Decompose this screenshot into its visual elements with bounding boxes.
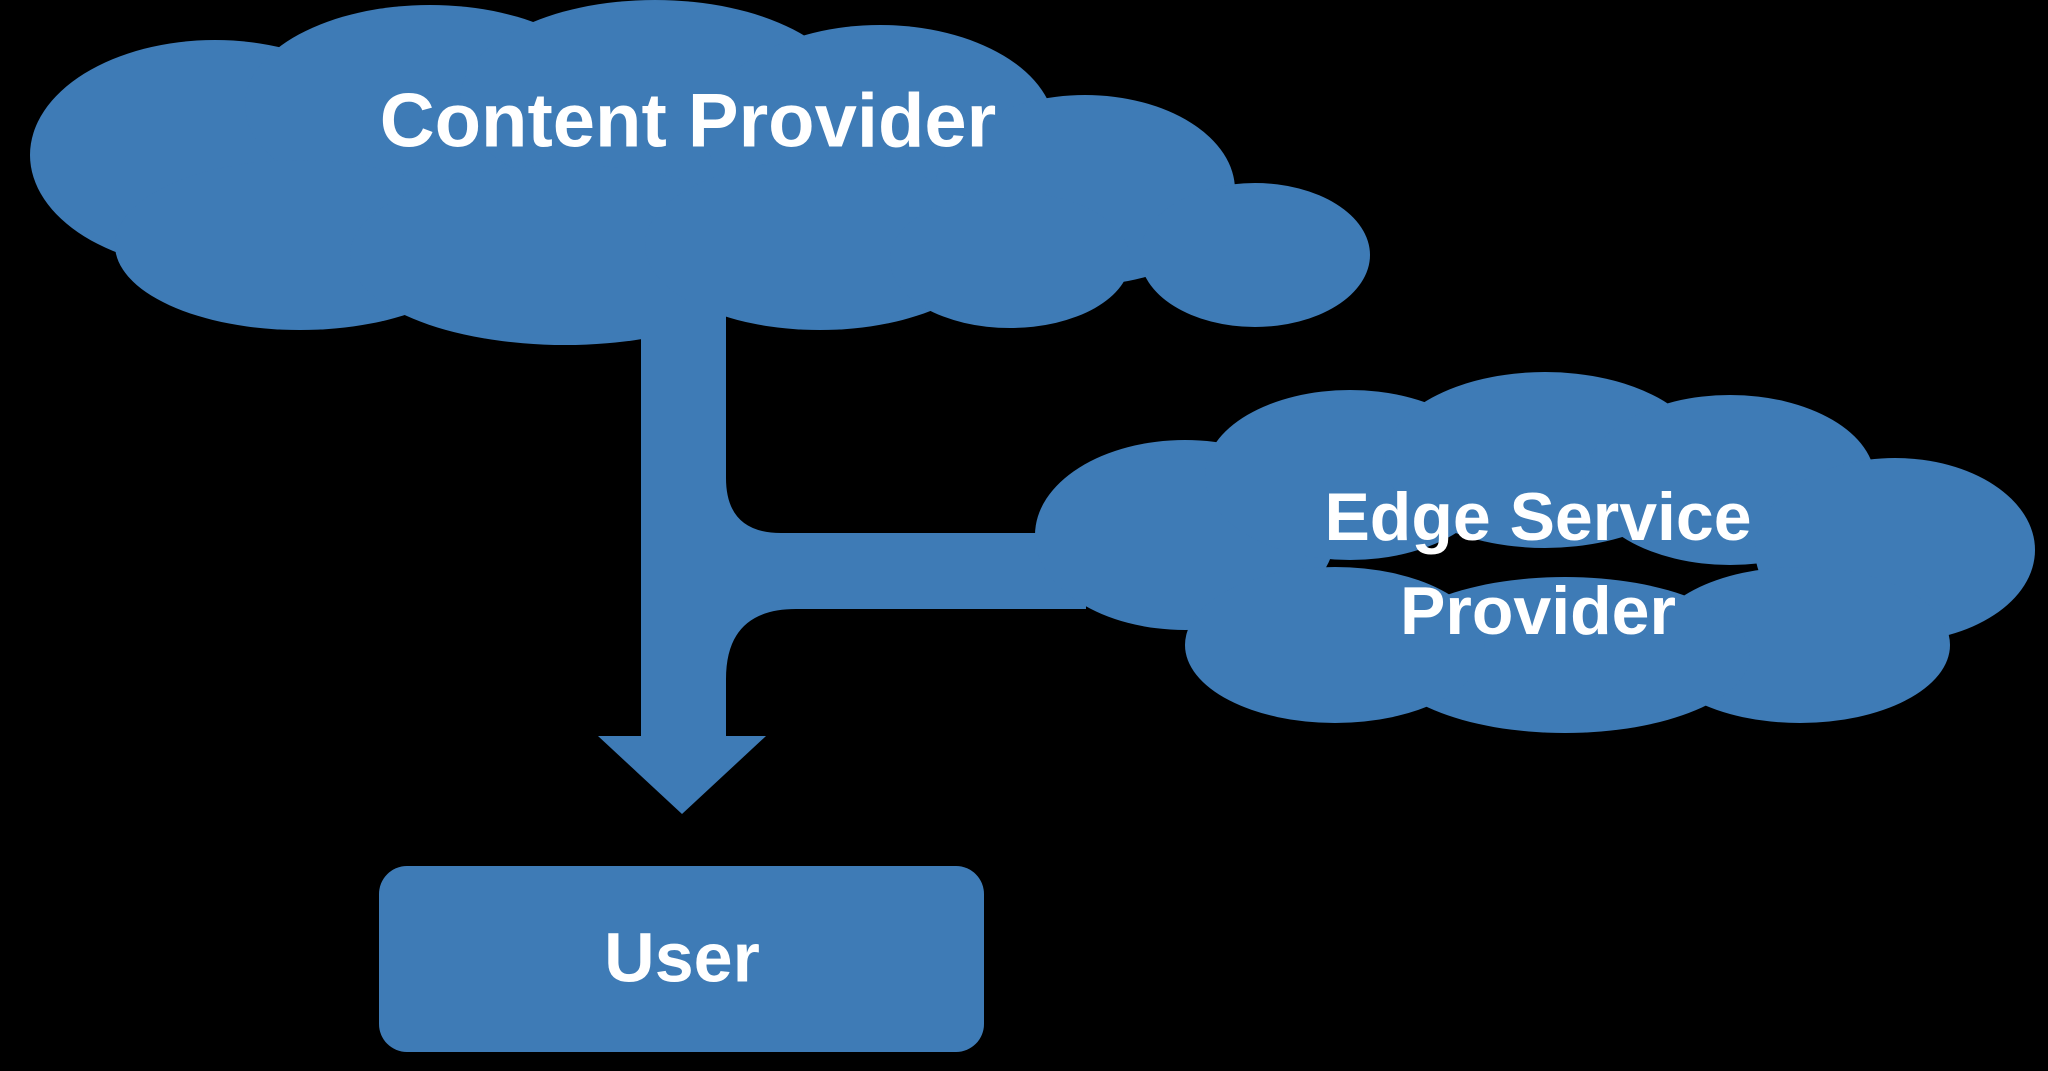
arrow-head xyxy=(598,736,766,814)
content-provider-label: Content Provider xyxy=(379,78,997,164)
elbow-fillet-bottom xyxy=(726,609,796,679)
edge-service-provider-label-line2: Provider xyxy=(1400,573,1676,649)
edge-service-provider-label-line1: Edge Service xyxy=(1324,479,1752,556)
user-label: User xyxy=(604,918,760,997)
edge-service-provider-cloud-shape xyxy=(1035,372,2035,733)
arrow-shaft xyxy=(641,300,726,737)
edge-service-provider-label: Edge Service Provider xyxy=(1324,471,1751,659)
content-provider-cloud-shape xyxy=(30,0,1370,345)
user-box xyxy=(379,866,984,1052)
elbow-fillet-top xyxy=(726,478,781,533)
cloud-lobe xyxy=(1140,183,1370,327)
cloud-lobe xyxy=(1185,567,1485,723)
cloud-lobe xyxy=(890,192,1130,328)
elbow-horizontal-bar xyxy=(726,533,1086,609)
delivery-arrow-connector xyxy=(598,300,1086,814)
